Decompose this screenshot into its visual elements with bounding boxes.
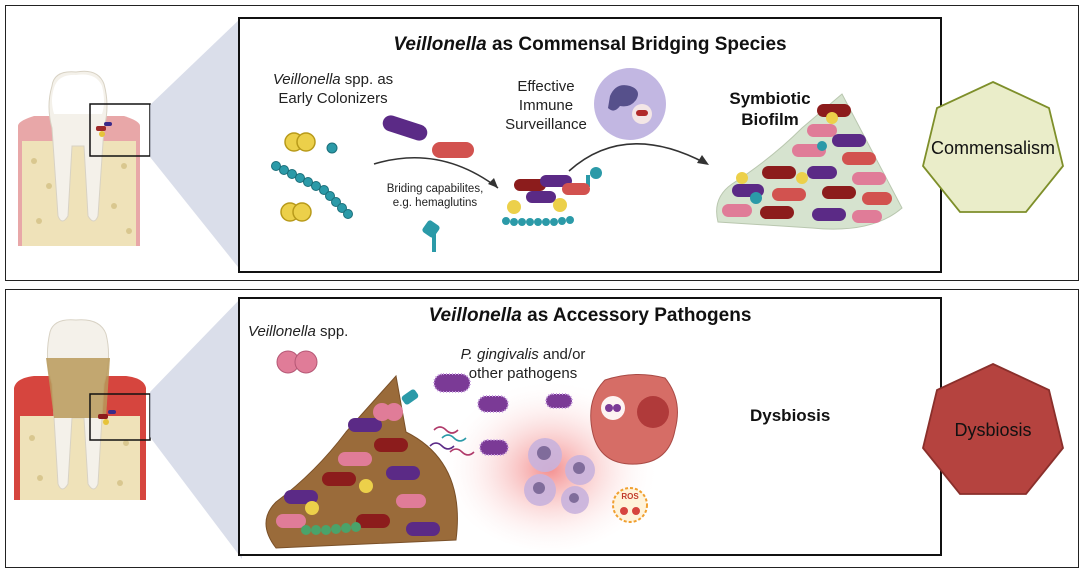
diseased-tooth-illustration [14,319,151,500]
bridging-cluster [502,167,602,226]
rod-bacteria [382,115,474,158]
veillonella-spp-label: Veillonella spp. [248,323,349,340]
ros-badge [612,487,648,523]
dysbiotic-biofilm [265,374,458,549]
symbiotic-biofilm [716,93,903,230]
zoom-cone [150,297,242,559]
arrow-icon [568,143,709,172]
commensal-title: Veillonella as Commensal Bridging Specie… [393,34,787,55]
immune-surveillance-label: Effective Immune Surveillance [505,78,587,133]
dysbiosis-heptagon [922,363,1064,495]
healthy-tooth-illustration [18,70,151,246]
hemaglutin-icon [422,220,440,252]
neutrophil-cell [594,68,666,140]
pathogen-bacteria [429,373,573,456]
symbiotic-biofilm-label: Symbiotic Biofilm [729,89,811,129]
zoom-cone [150,17,242,272]
damaged-host-cell [590,374,678,465]
bridging-capabilities-label: Briding capabilites, e.g. hemaglutins [386,183,484,209]
dysbiosis-outcome-label: Dysbiosis [954,420,1032,440]
early-colonizers-label: Veillonella spp. as Early Colonizers [272,71,394,107]
commensalism-heptagon [922,81,1064,213]
pathogen-title: Veillonella as Accessory Pathogens [428,305,752,326]
ros-label: ROS [621,492,639,501]
commensalism-label: Commensalism [930,138,1056,158]
arrow-icon [373,156,499,189]
veillonella-diplococcus [276,350,318,374]
dysbiosis-text: Dysbiosis [750,406,831,425]
early-colonizers-illustration [271,132,353,222]
